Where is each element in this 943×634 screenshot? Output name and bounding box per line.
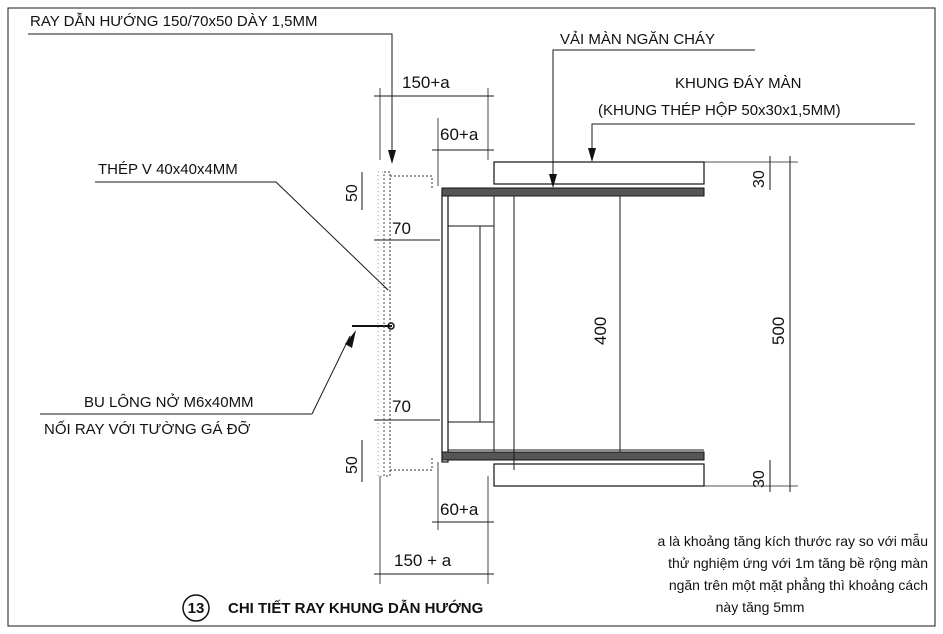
leader-bolt [311,335,351,415]
title-number-circle [182,594,210,622]
rail-angle-steel [377,171,385,477]
label-bottom-frame-1: KHUNG ĐÁY MÀN [675,75,801,92]
arrow-fire-curtain [549,174,557,188]
drawing-border [7,7,936,627]
label-bottom-frame-2: (KHUNG THÉP HỘP 50x30x1,5MM) [598,102,841,119]
top-frame-tube [493,161,705,185]
note-line-1: a là khoảng tăng kích thước ray so với m… [657,533,928,549]
arrow-bolt [345,330,356,348]
dim-mid-400: 400 [591,317,610,345]
dim-right-500: 500 [769,317,788,345]
bottom-frame-tube [493,463,705,487]
dim-top-50: 50 [344,184,361,202]
dim-top-70: 70 [392,219,411,238]
label-angle-steel: THÉP V 40x40x4MM [98,161,238,178]
dim-bot-70: 70 [392,397,411,416]
title-number: 13 [188,600,205,617]
label-bolt-1: BU LÔNG NỞ M6x40MM [84,393,254,411]
title-text: CHI TIẾT RAY KHUNG DẪN HƯỚNG [228,599,483,617]
curtain-top [441,187,705,197]
label-fire-curtain: VẢI MÀN NGĂN CHÁY [560,31,715,48]
arrow-guide-rail [388,150,396,164]
rail-top-flange [390,175,433,190]
dim-top-150a: 150+a [402,73,450,92]
arrow-bottom-frame [588,148,596,162]
note-line-2: thử nghiệm ứng với 1m tăng bề rộng màn [668,555,928,571]
inner-box [447,225,495,423]
bolt-head [387,322,395,330]
dim-right-30-top: 30 [751,170,768,188]
dim-top-60a: 60+a [440,125,479,144]
rail-bottom-flange [390,456,433,471]
label-guide-rail: RAY DẪN HƯỚNG 150/70x50 DÀY 1,5MM [30,13,317,30]
leader-angle-steel [95,181,389,291]
curtain-bottom [441,451,705,461]
leader-bottom-frame [591,123,915,160]
dim-bot-50: 50 [344,456,361,474]
dim-right-30-bot: 30 [751,470,768,488]
leader-fire-curtain [552,49,755,186]
rail-web [383,171,391,477]
dim-bot-150a: 150 + a [394,551,452,570]
note-line-3: ngăn trên một mặt phẳng thì khoảng cách [669,576,928,593]
label-bolt-2: NỐI RAY VỚI TƯỜNG GÁ ĐỠ [44,420,251,438]
dim-bot-60a: 60+a [440,500,479,519]
arrow-angle-steel [380,282,392,293]
inner-post [441,189,449,463]
leader-guide-rail [28,33,393,162]
note-line-4: này tăng 5mm [716,599,805,615]
